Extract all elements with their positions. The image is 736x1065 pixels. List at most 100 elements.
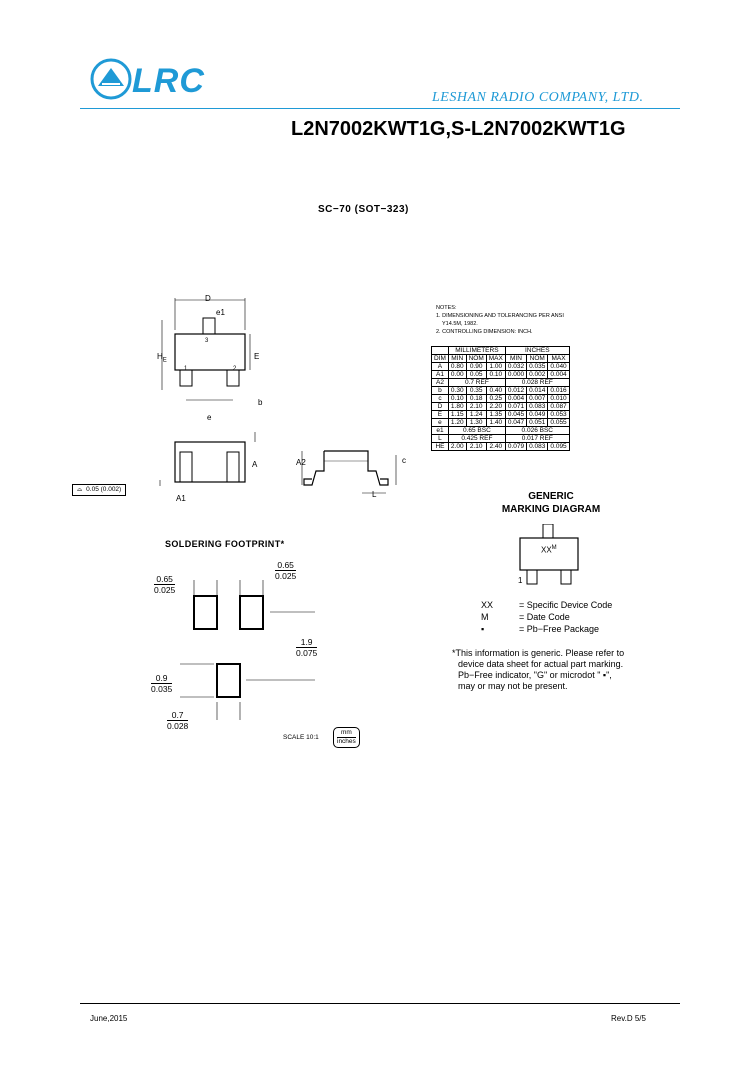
label-D: D: [205, 294, 211, 303]
dim-label: 0.65 0.025: [154, 574, 176, 595]
table-cell: 2.20: [485, 402, 506, 411]
table-cell: A1: [431, 370, 449, 379]
table-cell: 0.35: [465, 386, 487, 395]
table-cell: 1.20: [447, 418, 467, 427]
table-cell: L: [431, 434, 449, 443]
label-c: c: [402, 456, 406, 465]
table-cell: 0.40: [485, 386, 506, 395]
marking-title-line: GENERIC: [528, 491, 574, 502]
info-line: may or may not be present.: [458, 681, 568, 691]
label-HE: HE: [157, 352, 167, 364]
table-cell: 0.004: [547, 370, 570, 379]
table-cell: e1: [431, 426, 449, 435]
table-cell: 1.24: [465, 410, 487, 419]
legend-row: XX= Specific Device Code: [481, 600, 613, 610]
table-cell: 1.40: [485, 418, 506, 427]
package-front-view: [159, 432, 256, 486]
header-inches: INCHES: [504, 346, 570, 355]
logo-text: LRC: [132, 62, 205, 100]
table-cell: 0.055: [547, 418, 570, 427]
table-cell: 0.032: [504, 362, 528, 371]
table-group-header: MILLIMETERS INCHES: [431, 346, 570, 355]
flatness-tolerance: ⌓ 0.05 (0.002): [72, 484, 127, 496]
scale-label: SCALE 10:1: [283, 734, 319, 741]
table-cell: 0.016: [547, 386, 570, 395]
marking-title: GENERIC MARKING DIAGRAM: [495, 490, 607, 516]
table-cell: HE: [431, 442, 449, 451]
label-b: b: [258, 398, 263, 407]
table-cell: 1.80: [447, 402, 467, 411]
table-cell: 0.083: [526, 402, 549, 411]
dim-label: 0.65 0.025: [275, 560, 297, 581]
info-line: device data sheet for actual part markin…: [458, 659, 624, 669]
info-line: Pb−Free indicator, "G" or microdot " ▪",: [458, 670, 612, 680]
info-line: *This information is generic. Please ref…: [452, 648, 625, 658]
package-side-view: [301, 450, 397, 494]
table-cell: D: [431, 402, 449, 411]
marking-code: XXM: [541, 545, 557, 555]
table-cell: 0.18: [465, 394, 487, 403]
label-e: e: [207, 413, 212, 422]
table-cell: 2.00: [447, 442, 467, 451]
col-header: DIM: [431, 354, 449, 363]
marking-title-line: MARKING DIAGRAM: [501, 504, 601, 515]
table-cell: 0.026 BSC: [504, 426, 570, 435]
col-header: MAX: [485, 354, 506, 363]
table-cell: 0.65 BSC: [447, 426, 506, 435]
table-cell: 1.30: [465, 418, 487, 427]
flatness-icon: ⌓: [77, 486, 83, 493]
label-L: L: [372, 490, 377, 499]
table-cell: 0.049: [526, 410, 549, 419]
table-cell: 0.040: [547, 362, 570, 371]
marking-legend: XX= Specific Device Code M= Date Code ▪=…: [481, 599, 612, 635]
pin1-label: 1: [184, 366, 188, 372]
table-cell: c: [431, 394, 449, 403]
table-cell: 0.425 REF: [447, 434, 506, 443]
note-line: Y14.5M, 1982.: [436, 321, 478, 327]
table-cell: E: [431, 410, 449, 419]
table-cell: 0.045: [504, 410, 528, 419]
dimension-table: MILLIMETERS INCHES DIM MIN NOM MAX MIN N…: [431, 346, 570, 451]
table-cell: 0.25: [485, 394, 506, 403]
col-header: NOM: [526, 354, 549, 363]
table-cell: e: [431, 418, 449, 427]
pin3-label: 3: [205, 338, 209, 344]
table-cell: 0.10: [485, 370, 506, 379]
label-e1: e1: [216, 308, 225, 317]
col-header: NOM: [465, 354, 487, 363]
solder-title: SOLDERING FOOTPRINT*: [165, 539, 285, 549]
table-cell: 1.35: [485, 410, 506, 419]
header-millimeters: MILLIMETERS: [447, 346, 506, 355]
table-cell: 2.10: [465, 442, 487, 451]
table-cell: 0.000: [504, 370, 528, 379]
part-number: L2N7002KWT1G,S-L2N7002KWT1G: [291, 118, 626, 140]
table-cell: 0.002: [526, 370, 549, 379]
table-cell: A2: [431, 378, 449, 387]
dim-label: 0.7 0.028: [167, 710, 189, 731]
marking-diagram: [519, 524, 579, 585]
table-cell: 1.15: [447, 410, 467, 419]
label-E: E: [254, 352, 260, 361]
footer-rev: Rev.D 5/5: [611, 1014, 646, 1023]
table-col-header: DIM MIN NOM MAX MIN NOM MAX: [431, 354, 570, 363]
table-cell: 0.051: [526, 418, 549, 427]
logo-icon: [90, 58, 132, 100]
table-cell: 0.087: [547, 402, 570, 411]
table-cell: 0.017 REF: [504, 434, 570, 443]
header-divider: [80, 108, 680, 109]
table-cell: 0.047: [504, 418, 528, 427]
label-A1: A1: [176, 494, 186, 503]
company-name: LESHAN RADIO COMPANY, LTD.: [432, 90, 644, 105]
label-A2: A2: [296, 458, 306, 467]
label-A: A: [252, 460, 258, 469]
pin2-label: 2: [233, 366, 237, 372]
